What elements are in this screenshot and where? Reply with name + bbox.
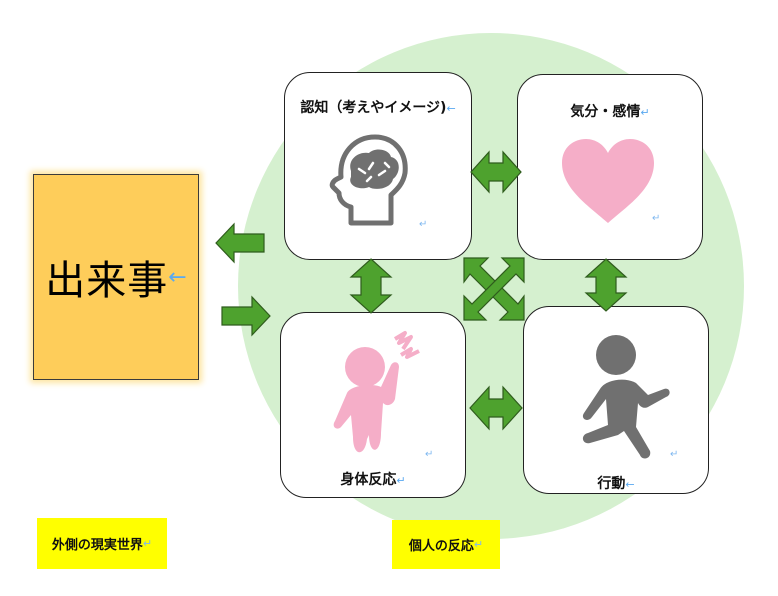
double-arrow-vertical-left-icon bbox=[349, 258, 393, 314]
paragraph-mark: ← bbox=[625, 478, 635, 491]
paragraph-mark: ← bbox=[168, 264, 187, 290]
arrow-right-icon bbox=[221, 295, 271, 337]
event-label: 出来事 bbox=[45, 258, 169, 304]
paragraph-mark: ↵ bbox=[419, 219, 428, 230]
event-box: 出来事← bbox=[33, 174, 199, 380]
paragraph-mark: ↵ bbox=[652, 213, 661, 224]
arrow-left-icon bbox=[215, 222, 265, 264]
double-arrow-horizontal-bottom-icon bbox=[469, 385, 523, 431]
card-mood: 気分・感情↵ ↵ bbox=[517, 74, 703, 260]
label-personal-reaction: 個人の反応↵ bbox=[392, 520, 500, 569]
paragraph-mark: ↵ bbox=[396, 474, 406, 487]
card-body: ↵ 身体反応↵ bbox=[280, 312, 466, 498]
card-behavior: ↵ 行動← bbox=[523, 306, 709, 494]
card-title-mood: 気分・感情 bbox=[570, 104, 641, 120]
paragraph-mark: ↵ bbox=[473, 538, 484, 551]
headache-person-icon bbox=[333, 331, 420, 453]
card-cognition: 認知（考えやイメージ)← ↵ bbox=[284, 72, 472, 260]
card-title-body: 身体反応 bbox=[340, 472, 397, 488]
paragraph-mark: ↵ bbox=[142, 537, 153, 550]
paragraph-mark: ↵ bbox=[640, 106, 650, 119]
paragraph-mark: ← bbox=[446, 102, 456, 115]
label-personal-reaction-text: 個人の反応 bbox=[408, 539, 474, 554]
cross-arrows-icon bbox=[463, 257, 525, 321]
brain-head-icon bbox=[329, 134, 408, 226]
card-title-cognition: 認知（考えやイメージ) bbox=[300, 100, 447, 116]
paragraph-mark: ↵ bbox=[670, 449, 679, 460]
double-arrow-horizontal-top-icon bbox=[470, 150, 522, 194]
label-outer-world: 外側の現実世界↵ bbox=[37, 518, 167, 569]
card-title-behavior: 行動 bbox=[597, 476, 626, 492]
running-person-icon bbox=[582, 335, 670, 459]
heart-icon bbox=[562, 139, 654, 223]
double-arrow-vertical-right-icon bbox=[584, 258, 628, 312]
paragraph-mark: ↵ bbox=[425, 449, 434, 460]
label-outer-world-text: 外側の現実世界 bbox=[51, 538, 143, 553]
